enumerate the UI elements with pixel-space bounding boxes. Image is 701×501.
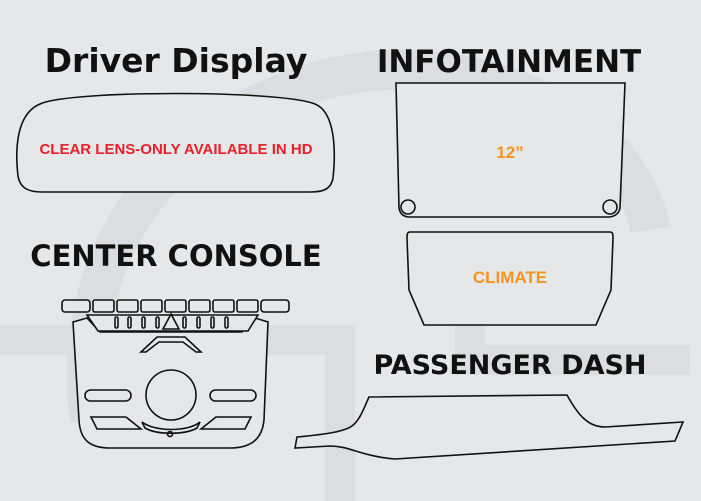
console-button-row <box>61 299 290 313</box>
chevron-trim <box>138 336 204 353</box>
hazard-triangle-icon <box>161 312 181 330</box>
console-knob <box>145 369 197 421</box>
passenger-dash-title: PASSENGER DASH <box>373 350 646 381</box>
infotainment-screen-outline <box>395 82 626 218</box>
climate-label: CLIMATE <box>473 268 547 287</box>
passenger-dash-outline <box>294 394 685 460</box>
driver-display-outline <box>16 92 336 193</box>
infotainment-right-mount <box>602 199 618 215</box>
center-console-outline <box>61 299 290 449</box>
hazard-strip <box>85 314 260 332</box>
climate-panel-outline <box>406 231 614 326</box>
driver-display-note: CLEAR LENS-ONLY AVAILABLE IN HD <box>39 141 312 158</box>
center-console-title: CENTER CONSOLE <box>30 239 321 273</box>
infotainment-left-mount <box>400 199 416 215</box>
infotainment-size-label: 12” <box>496 143 523 162</box>
infotainment-title: INFOTAINMENT <box>377 44 641 80</box>
driver-display-title: Driver Display <box>45 41 308 80</box>
